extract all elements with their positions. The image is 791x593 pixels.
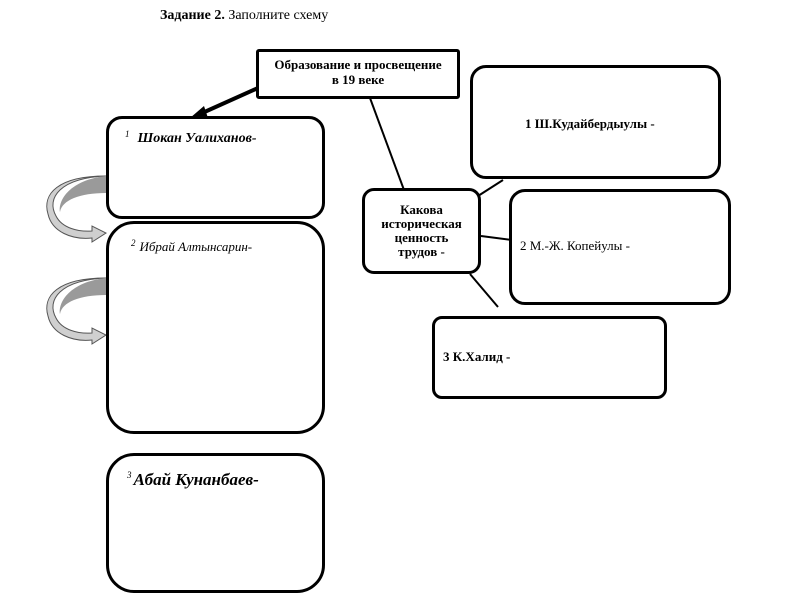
right-box-3[interactable]: 3 К.Халид - bbox=[432, 316, 667, 399]
right-box-2-label: 2 М.-Ж. Копейулы - bbox=[520, 238, 630, 253]
question-box: Какова историческая ценность трудов - bbox=[362, 188, 481, 274]
left-box-2-number: 2 bbox=[131, 238, 136, 248]
center-to-left-arrowhead bbox=[190, 106, 208, 118]
question-to-right-bottom-line bbox=[469, 273, 499, 308]
question-to-right-top-line bbox=[477, 179, 504, 197]
center-box-line1: Образование и просвещение bbox=[274, 57, 442, 72]
left-box-3-label: Абай Кунанбаев- bbox=[133, 470, 259, 489]
center-box-line2: в 19 веке bbox=[331, 72, 385, 87]
left-box-1[interactable]: 1 Шокан Уалиханов- bbox=[106, 116, 325, 219]
left-box-2-label: Ибрай Алтынсарин- bbox=[139, 239, 253, 254]
right-box-2[interactable]: 2 М.-Ж. Копейулы - bbox=[509, 189, 731, 305]
question-line4: трудов - bbox=[398, 244, 445, 259]
right-box-1[interactable]: 1 Ш.Кудайбердыулы - bbox=[470, 65, 721, 179]
task-title: Задание 2. Заполните схему bbox=[160, 8, 328, 24]
left-box-1-label: Шокан Уалиханов- bbox=[137, 131, 257, 146]
question-line2: историческая bbox=[381, 216, 462, 231]
curved-arrow-icon-2 bbox=[46, 277, 108, 345]
curved-arrow-icon-1 bbox=[46, 175, 108, 243]
center-to-left-arrow-line bbox=[199, 86, 259, 116]
right-box-3-label: 3 К.Халид - bbox=[443, 349, 511, 364]
right-box-1-label: 1 Ш.Кудайбердыулы - bbox=[525, 116, 655, 131]
task-instruction: Заполните схему bbox=[224, 8, 329, 23]
task-number: Задание 2. bbox=[160, 8, 225, 23]
center-box: Образование и просвещение в 19 веке bbox=[256, 49, 460, 99]
connectors bbox=[46, 86, 513, 345]
left-box-1-number: 1 bbox=[125, 129, 130, 139]
center-to-question-line bbox=[369, 97, 405, 191]
question-line3: ценность bbox=[394, 230, 449, 245]
left-box-3-number: 3 bbox=[127, 470, 132, 480]
question-to-right-mid-line bbox=[480, 235, 513, 241]
question-line1: Какова bbox=[400, 202, 443, 217]
